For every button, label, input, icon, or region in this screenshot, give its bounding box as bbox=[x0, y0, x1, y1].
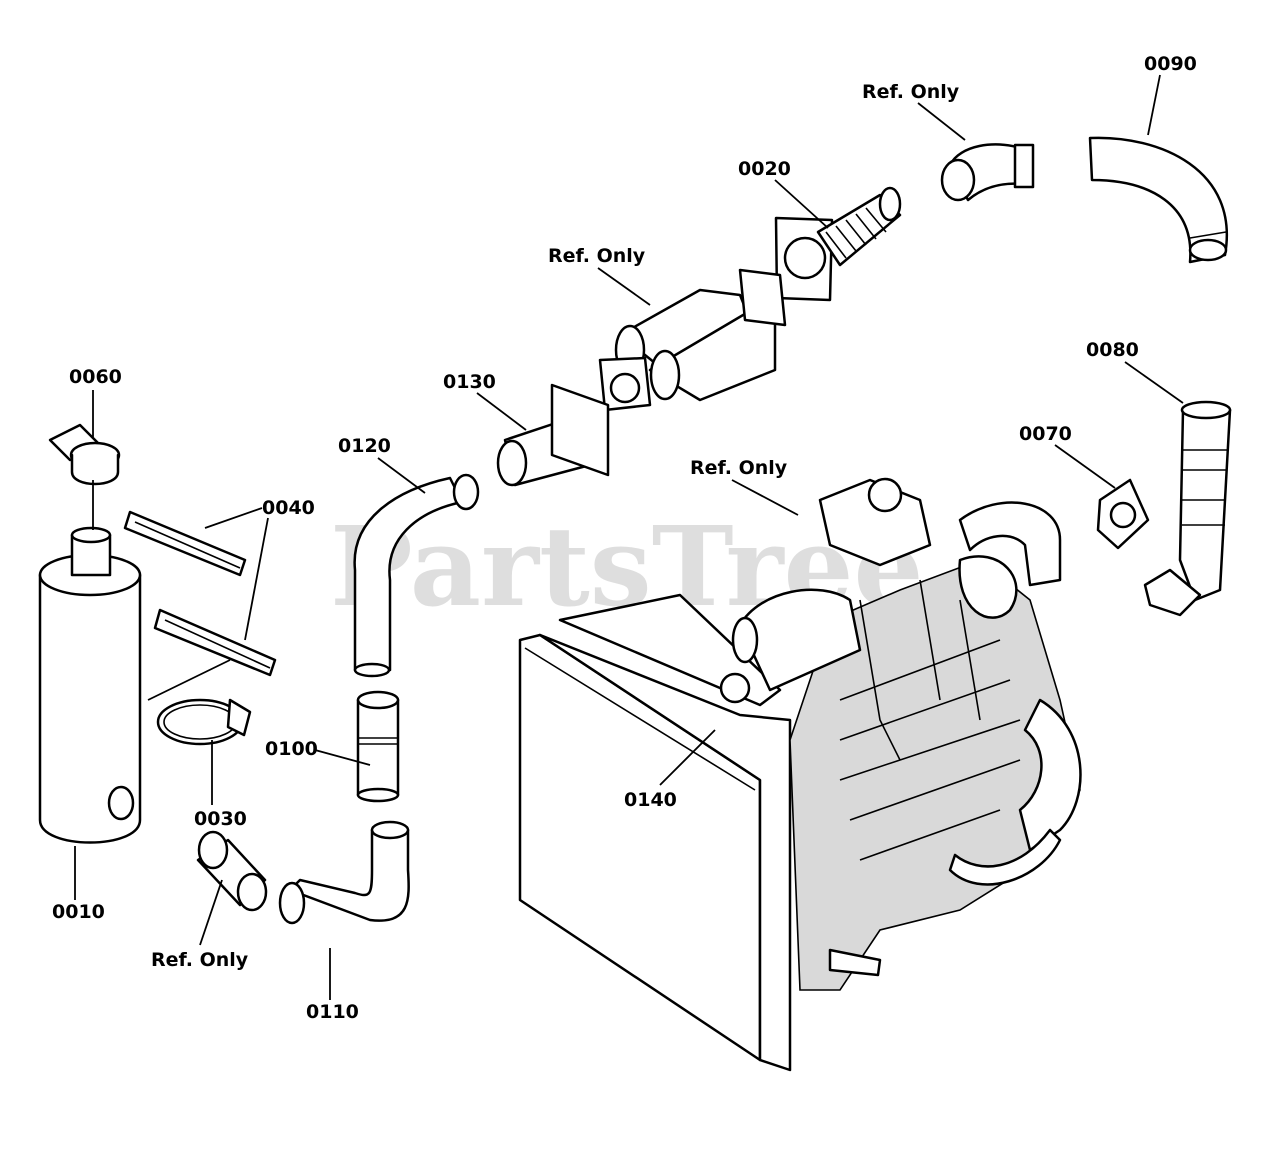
part-0010-muffler[interactable] bbox=[38, 526, 142, 844]
label-0110: 0110 bbox=[306, 1001, 359, 1023]
part-0140-radiator[interactable] bbox=[518, 593, 792, 1072]
part-0110-j-pipe[interactable] bbox=[278, 820, 410, 925]
part-0100-straight-pipe[interactable] bbox=[356, 690, 400, 803]
part-0040-brackets[interactable] bbox=[123, 510, 277, 677]
label-ref-coupler: Ref. Only bbox=[151, 949, 249, 971]
part-0120-bent-pipe[interactable] bbox=[353, 473, 480, 678]
label-0090: 0090 bbox=[1144, 53, 1197, 75]
ref-catalyst-assembly bbox=[598, 268, 787, 412]
part-0070-gasket[interactable] bbox=[1096, 478, 1150, 550]
label-0140: 0140 bbox=[624, 789, 677, 811]
label-0070: 0070 bbox=[1019, 423, 1072, 445]
label-ref-engine: Ref. Only bbox=[690, 457, 788, 479]
label-0040: 0040 bbox=[262, 497, 315, 519]
part-0090-elbow-pipe[interactable] bbox=[1088, 136, 1228, 264]
label-0100: 0100 bbox=[265, 738, 318, 760]
muffler-bracket-line bbox=[147, 659, 231, 701]
label-ref-elbow: Ref. Only bbox=[862, 81, 960, 103]
engine-assembly bbox=[731, 477, 1082, 991]
ref-elbow-top bbox=[940, 143, 1035, 202]
label-0080: 0080 bbox=[1086, 339, 1139, 361]
label-0120: 0120 bbox=[338, 435, 391, 457]
label-0020: 0020 bbox=[738, 158, 791, 180]
label-0060: 0060 bbox=[69, 366, 122, 388]
part-0080-vertical-pipe[interactable] bbox=[1143, 400, 1232, 617]
label-ref-catalyst: Ref. Only bbox=[548, 245, 646, 267]
part-0060-rain-cap[interactable] bbox=[48, 423, 121, 486]
ref-coupler bbox=[196, 830, 268, 912]
callout-labels: 0090 Ref. Only 0020 Ref. Only 0080 0060 … bbox=[52, 53, 1197, 1023]
part-0130-flanged-pipe[interactable] bbox=[496, 383, 610, 487]
label-0030: 0030 bbox=[194, 808, 247, 830]
part-0020-flex-pipe[interactable] bbox=[774, 186, 902, 302]
label-0010: 0010 bbox=[52, 901, 105, 923]
part-0030-band-clamp[interactable] bbox=[156, 698, 252, 746]
leader-lines bbox=[74, 74, 1184, 1000]
label-0130: 0130 bbox=[443, 371, 496, 393]
